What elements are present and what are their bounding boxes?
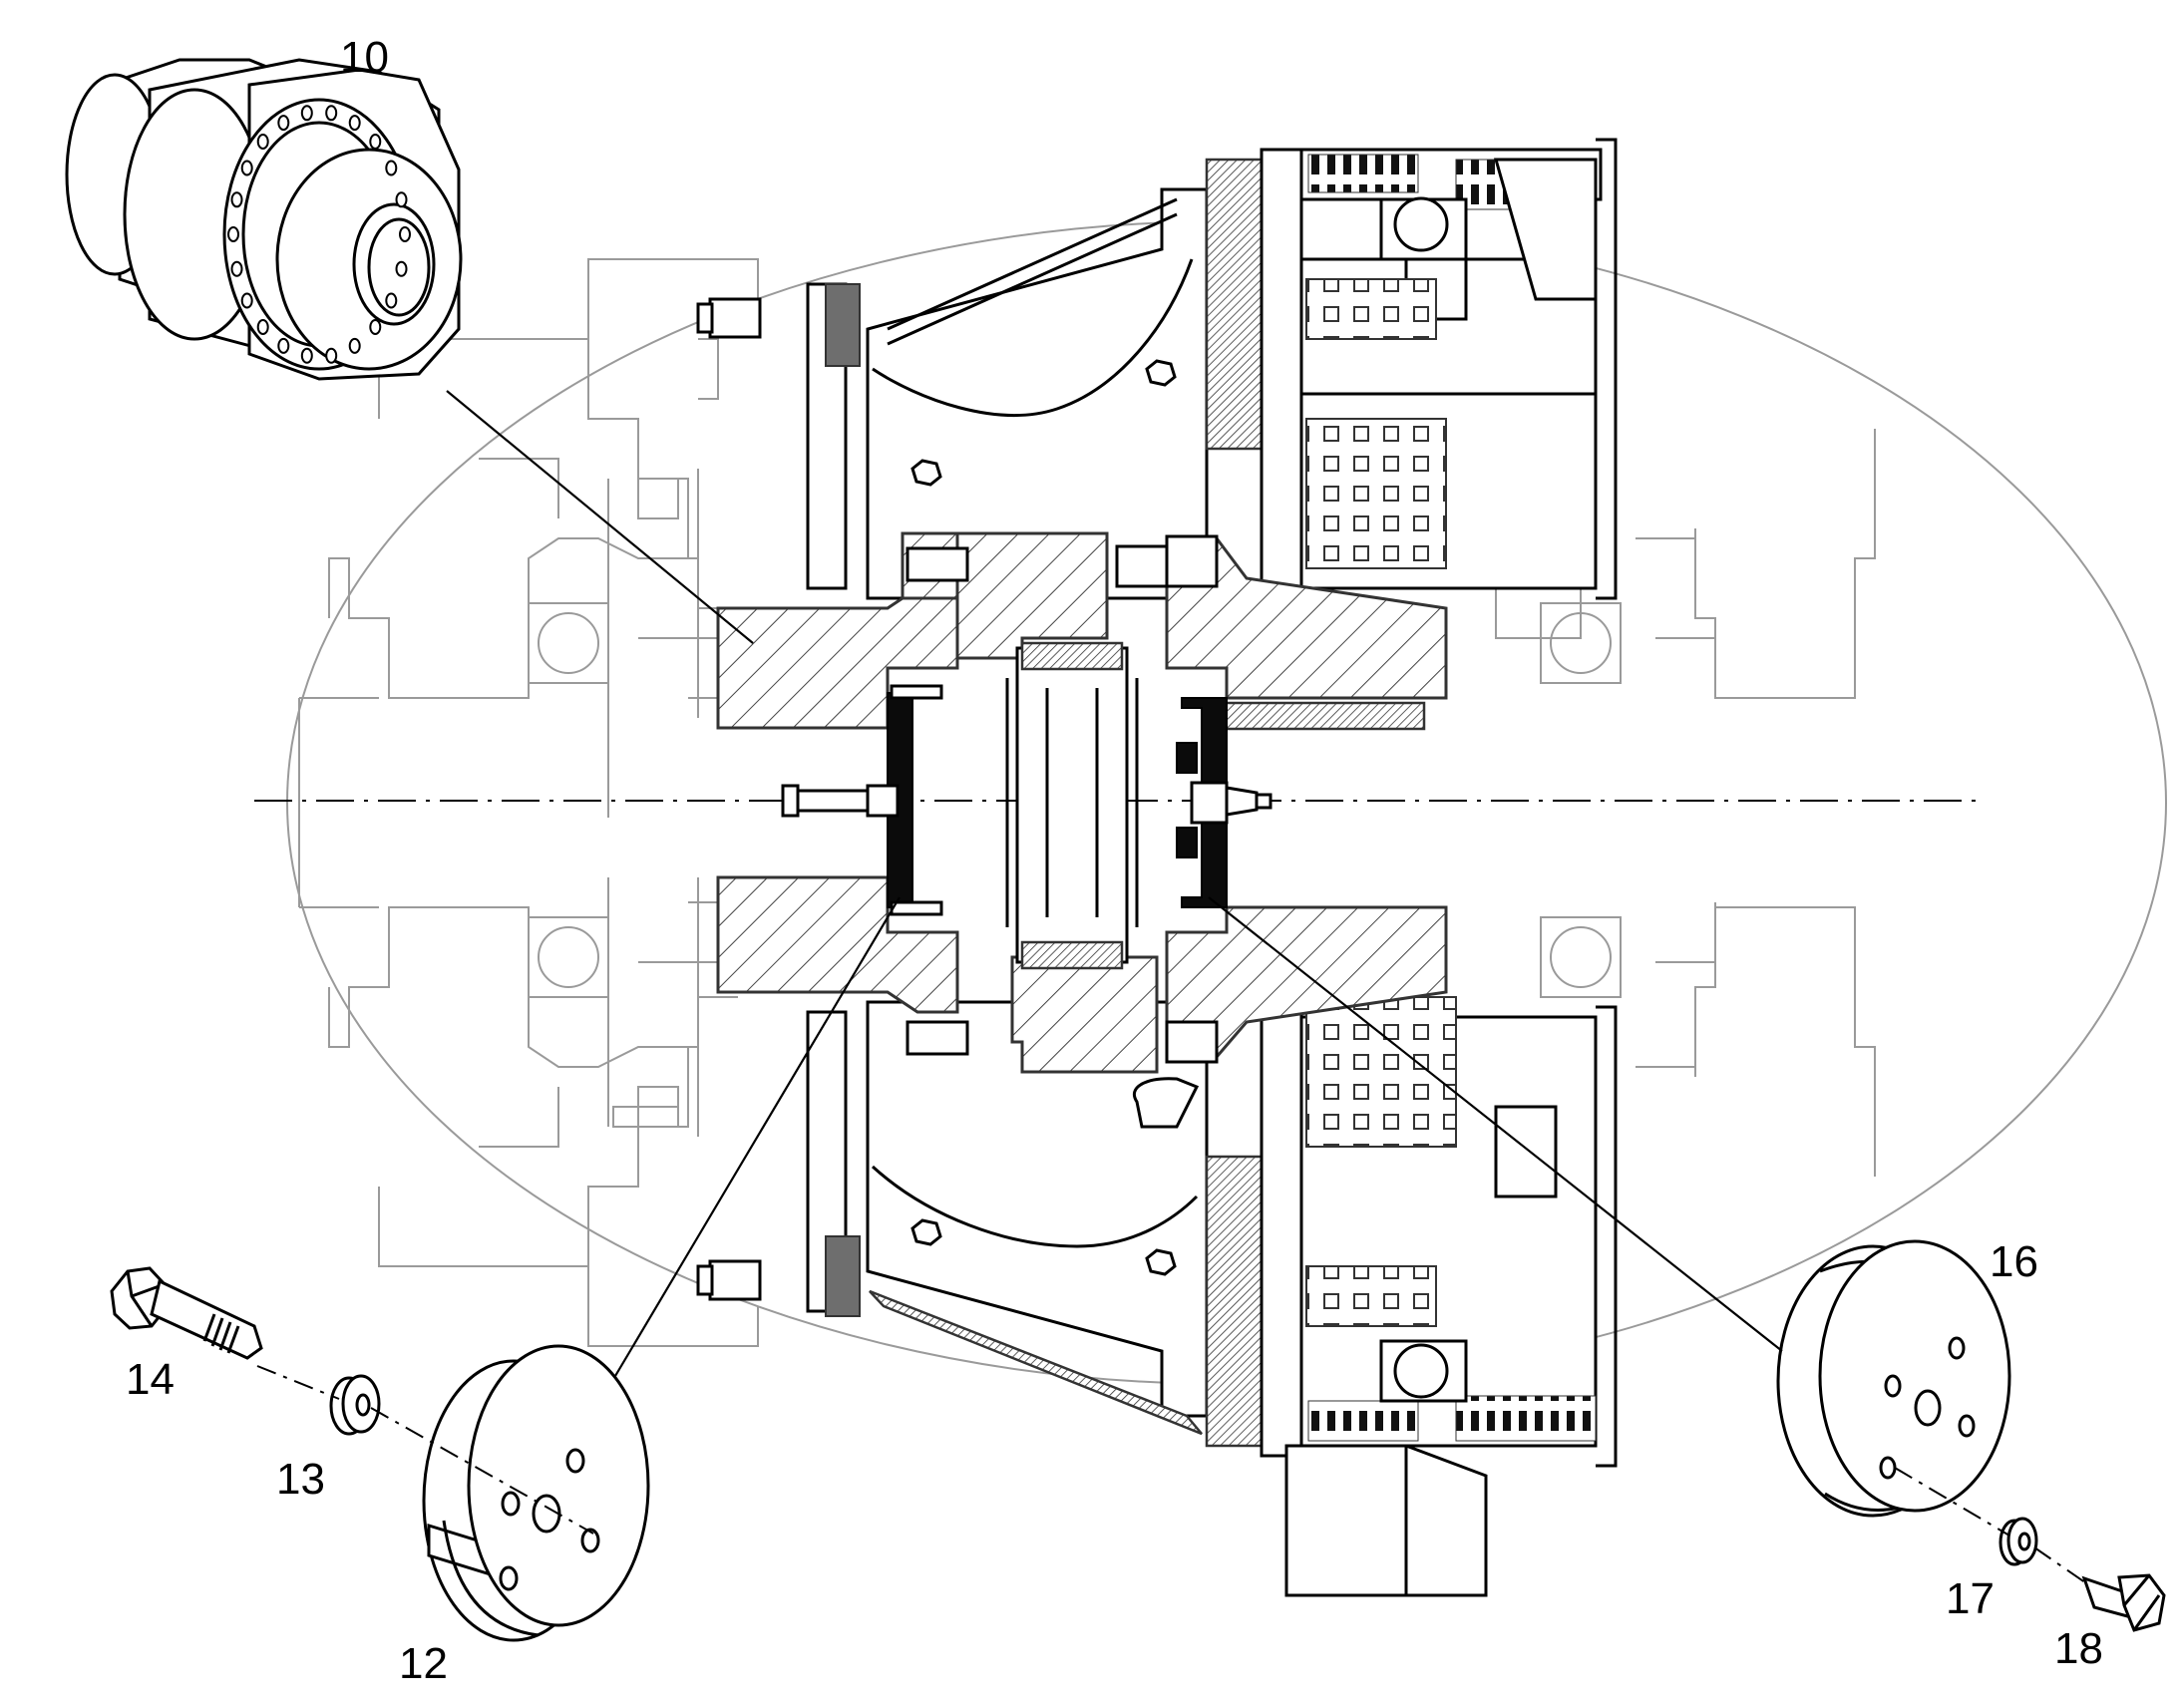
flange-disc-part-16 xyxy=(1776,1239,2011,1518)
callout-18: 18 xyxy=(2054,1624,2103,1673)
flange-disc-part-12 xyxy=(422,1344,650,1642)
bolt-hole xyxy=(230,260,243,277)
bolt-hole xyxy=(325,347,338,364)
lower-section xyxy=(696,995,1618,1597)
bolt-hole xyxy=(277,337,290,354)
washer-part-13 xyxy=(329,1374,381,1436)
bolt-hole xyxy=(385,160,398,176)
callout-16: 16 xyxy=(1990,1237,2038,1286)
bolt-hole xyxy=(395,191,408,208)
left-housing-outline xyxy=(298,258,759,1347)
coupling-hub-part xyxy=(65,58,463,381)
bolt-hole xyxy=(385,292,398,309)
bolt-hole xyxy=(227,226,239,242)
bolt-hole xyxy=(399,226,411,242)
center-bolt-left xyxy=(781,784,900,818)
hex-bolt-part-14 xyxy=(110,1266,263,1360)
callout-13: 13 xyxy=(276,1455,325,1504)
callout-14: 14 xyxy=(126,1355,175,1404)
bolt-holes xyxy=(227,105,411,364)
washer-part-17 xyxy=(1998,1517,2038,1566)
callouts: 10 12 13 14 16 17 18 xyxy=(126,33,2103,1688)
bolt-hole xyxy=(300,347,313,364)
bolt-hole xyxy=(230,191,243,208)
bolt-hole xyxy=(300,105,313,122)
callout-17: 17 xyxy=(1946,1574,1995,1623)
leader-lines xyxy=(256,390,2090,1586)
bolt-hole xyxy=(240,160,253,176)
seal-rings xyxy=(887,684,1272,916)
bolt-hole xyxy=(369,134,382,150)
upper-section xyxy=(696,138,1618,610)
bolt-hole xyxy=(277,115,290,132)
bolt-hole xyxy=(256,319,269,335)
bolt-hole xyxy=(240,292,253,309)
bolt-hole xyxy=(369,319,382,335)
callout-10: 10 xyxy=(340,33,389,82)
short-bolt-part-18 xyxy=(2081,1573,2166,1632)
callout-12: 12 xyxy=(399,1639,448,1688)
bolt-hole xyxy=(395,260,408,277)
bolt-hole xyxy=(348,115,361,132)
hub-sections xyxy=(716,531,1448,1074)
bolt-hole xyxy=(325,105,338,122)
bolt-hole xyxy=(256,134,269,150)
bolt-hole xyxy=(348,337,361,354)
